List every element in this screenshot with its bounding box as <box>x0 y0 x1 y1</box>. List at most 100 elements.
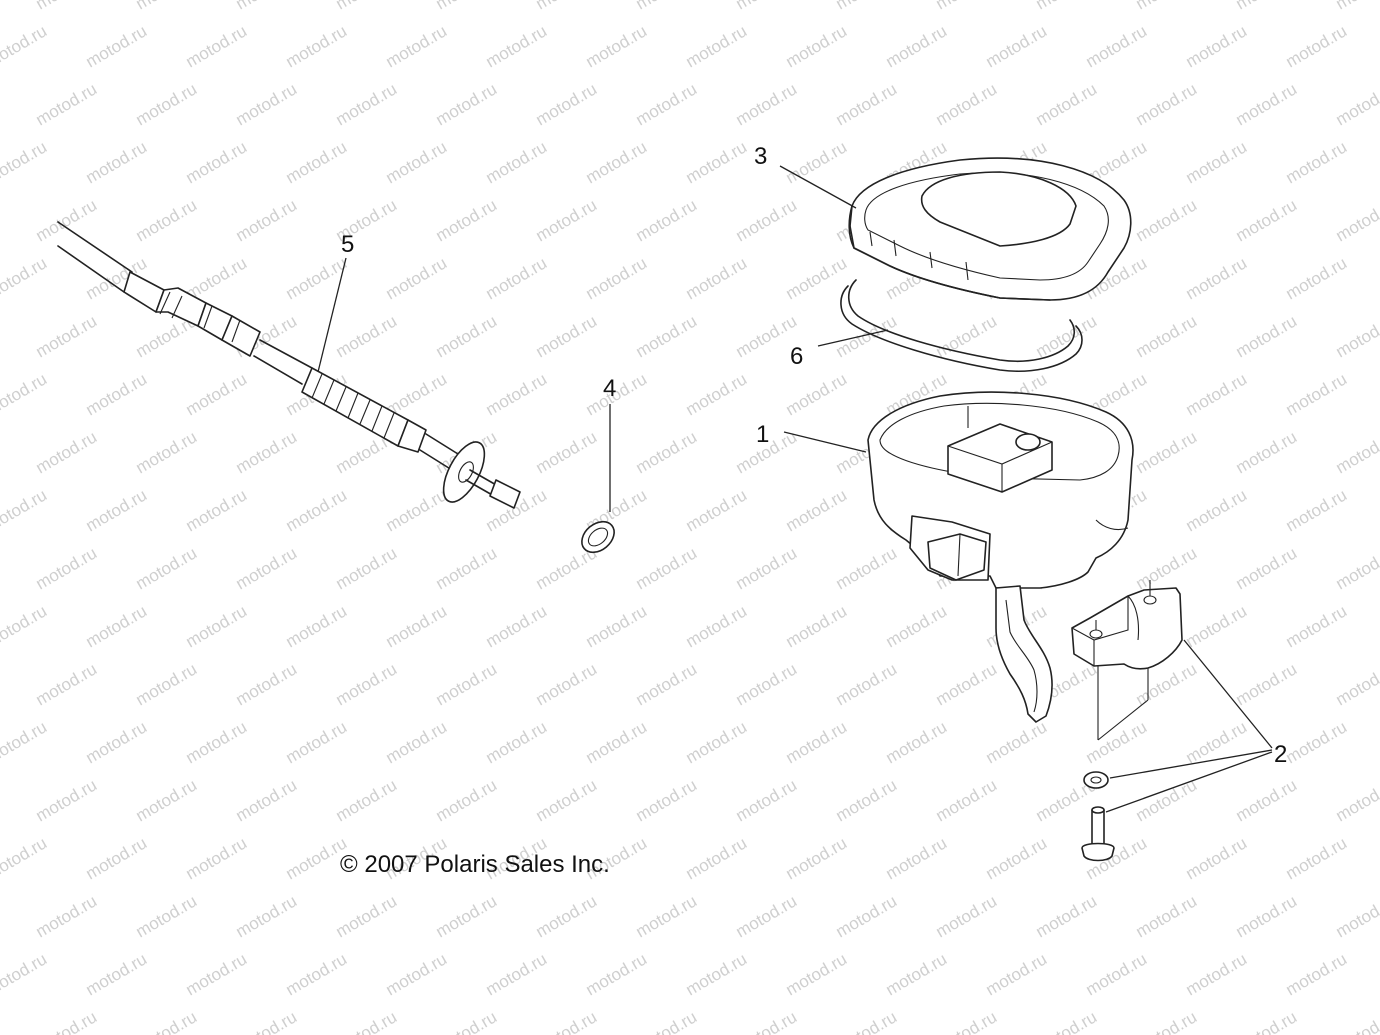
watermark-text: motod.ru <box>1183 253 1251 303</box>
watermark-text: motod.ru <box>633 311 701 361</box>
watermark-text: motod.ru <box>183 485 251 535</box>
watermark-text: motod.ru <box>533 79 601 129</box>
watermark-text: motod.ru <box>783 833 851 883</box>
watermark-text: motod.ru <box>783 485 851 535</box>
watermark-text: motod.ru <box>233 427 301 477</box>
watermark-text: motod.ru <box>83 485 151 535</box>
watermark-text: motod.ru <box>883 949 951 999</box>
watermark-text: motod.ru <box>433 195 501 245</box>
watermark-text: motod.ru <box>1133 79 1201 129</box>
watermark-text: motod.ru <box>283 949 351 999</box>
watermark-text: motod.ru <box>0 833 50 883</box>
watermark-text: motod.ru <box>133 79 201 129</box>
watermark-text: motod.ru <box>1233 659 1301 709</box>
gasket-part-6 <box>817 279 1083 373</box>
watermark-text: motod.ru <box>33 79 101 129</box>
callout-1: 1 <box>756 421 769 448</box>
watermark-text: motod.ru <box>1083 21 1151 71</box>
watermark-text: motod.ru <box>983 833 1051 883</box>
watermark-text: motod.ru <box>483 601 551 651</box>
watermark-text: motod.ru <box>383 949 451 999</box>
watermark-text: motod.ru <box>733 659 801 709</box>
watermark-text: motod.ru <box>33 659 101 709</box>
watermark-text: motod.ru <box>483 717 551 767</box>
clamp-hardware-part-2 <box>1071 580 1273 862</box>
watermark-text: motod.ru <box>283 485 351 535</box>
watermark-text: motod.ru <box>583 949 651 999</box>
watermark-text: motod.ru <box>1233 775 1301 825</box>
watermark-text: motod.ru <box>1333 775 1380 825</box>
watermark-text: motod.ru <box>133 1007 201 1035</box>
watermark-text: motod.ru <box>233 659 301 709</box>
watermark-text: motod.ru <box>433 543 501 593</box>
watermark-text: motod.ru <box>333 79 401 129</box>
watermark-text: motod.ru <box>183 601 251 651</box>
watermark-text: motod.ru <box>733 1007 801 1035</box>
watermark-text: motod.ru <box>733 543 801 593</box>
watermark-text: motod.ru <box>283 717 351 767</box>
watermark-text: motod.ru <box>1183 949 1251 999</box>
watermark-text: motod.ru <box>1033 79 1101 129</box>
watermark-text: motod.ru <box>83 369 151 419</box>
watermark-text: motod.ru <box>183 949 251 999</box>
watermark-text: motod.ru <box>1333 543 1380 593</box>
watermark-text: motod.ru <box>433 659 501 709</box>
watermark-text: motod.ru <box>33 427 101 477</box>
watermark-text: motod.ru <box>483 369 551 419</box>
watermark-text: motod.ru <box>133 0 201 13</box>
watermark-text: motod.ru <box>533 1007 601 1035</box>
watermark-text: motod.ru <box>1233 1007 1301 1035</box>
watermark-text: motod.ru <box>983 717 1051 767</box>
watermark-text: motod.ru <box>1083 949 1151 999</box>
watermark-text: motod.ru <box>633 775 701 825</box>
watermark-text: motod.ru <box>883 833 951 883</box>
watermark-text: motod.ru <box>183 137 251 187</box>
watermark-text: motod.ru <box>933 1007 1001 1035</box>
watermark-text: motod.ru <box>1333 311 1380 361</box>
watermark-text: motod.ru <box>233 79 301 129</box>
watermark-text: motod.ru <box>583 253 651 303</box>
watermark-text: motod.ru <box>683 601 751 651</box>
watermark-text: motod.ru <box>1133 1007 1201 1035</box>
watermark-text: motod.ru <box>633 543 701 593</box>
watermark-text: motod.ru <box>1333 891 1380 941</box>
watermark-text: motod.ru <box>833 891 901 941</box>
watermark-text: motod.ru <box>1333 1007 1380 1035</box>
watermark-text: motod.ru <box>1333 0 1380 13</box>
watermark-text: motod.ru <box>433 311 501 361</box>
watermark-text: motod.ru <box>833 659 901 709</box>
watermark-text: motod.ru <box>583 601 651 651</box>
watermark-text: motod.ru <box>83 601 151 651</box>
watermark-text: motod.ru <box>633 79 701 129</box>
watermark-text: motod.ru <box>683 137 751 187</box>
watermark-text: motod.ru <box>383 21 451 71</box>
cover-part-3 <box>779 157 1132 301</box>
watermark-text: motod.ru <box>1033 1007 1101 1035</box>
watermark-text: motod.ru <box>33 195 101 245</box>
watermark-text: motod.ru <box>733 79 801 129</box>
watermark-text: motod.ru <box>233 1007 301 1035</box>
watermark-text: motod.ru <box>783 601 851 651</box>
watermark-text: motod.ru <box>683 833 751 883</box>
watermark-text: motod.ru <box>883 601 951 651</box>
watermark-text: motod.ru <box>533 775 601 825</box>
watermark-text: motod.ru <box>733 775 801 825</box>
watermark-text: motod.ru <box>833 0 901 13</box>
watermark-text: motod.ru <box>333 659 401 709</box>
watermark-text: motod.ru <box>133 427 201 477</box>
watermark-text: motod.ru <box>1133 0 1201 13</box>
watermark-text: motod.ru <box>483 21 551 71</box>
watermark-text: motod.ru <box>33 543 101 593</box>
watermark-text: motod.ru <box>1183 21 1251 71</box>
watermark-text: motod.ru <box>333 0 401 13</box>
watermark-text: motod.ru <box>683 369 751 419</box>
watermark-text: motod.ru <box>583 137 651 187</box>
watermark-text: motod.ru <box>683 949 751 999</box>
callout-2: 2 <box>1274 741 1287 768</box>
watermark-text: motod.ru <box>1183 137 1251 187</box>
watermark-text: motod.ru <box>33 891 101 941</box>
watermark-text: motod.ru <box>483 253 551 303</box>
washer-part-4 <box>581 404 615 554</box>
callout-6: 6 <box>790 343 803 370</box>
